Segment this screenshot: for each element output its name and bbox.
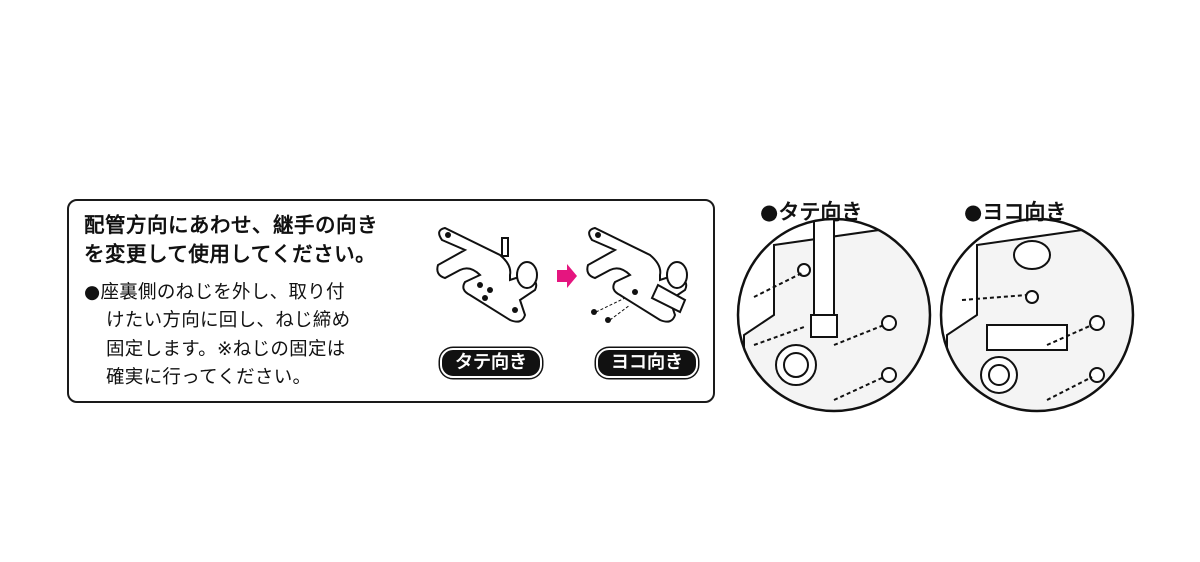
vertical-detail-circle [736, 217, 932, 413]
panel-title-line-2: を変更して使用してください。 [84, 242, 377, 266]
panel-body-line-4: 確実に行ってください。 [106, 367, 312, 388]
label-vertical: タテ向き [440, 348, 542, 378]
label-horizontal: ヨコ向き [596, 348, 698, 378]
fitting-horizontal-illustration [586, 226, 688, 323]
panel-body-line-2: けたい方向に回し、ねじ締め [106, 310, 351, 331]
panel-body-line-3: 固定します。※ねじの固定は [106, 339, 346, 360]
instruction-panel [67, 199, 715, 403]
horizontal-detail-circle [939, 217, 1135, 413]
fitting-vertical-illustration [436, 226, 538, 323]
panel-title-line-1: 配管方向にあわせ、継手の向き [84, 213, 378, 237]
arrow-right-icon [557, 264, 577, 288]
panel-body-line-1: ●座裏側のねじを外し、取り付 [84, 282, 345, 303]
